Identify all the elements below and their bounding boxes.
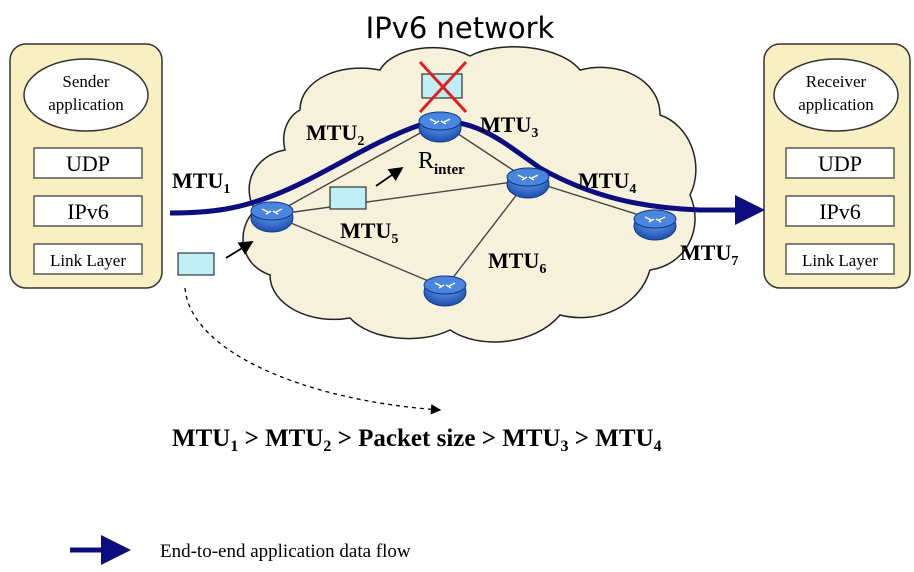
- receiver-ipv6-box: [785, 195, 895, 227]
- network-title: IPv6 network: [366, 11, 555, 45]
- receiver-link-layer-box: [785, 243, 895, 275]
- label-mtu2: MTU2: [306, 120, 364, 149]
- sender-link-layer-label: Link Layer: [50, 251, 126, 270]
- receiver-ipv6-label: IPv6: [819, 199, 861, 224]
- link-mtu2: [271, 121, 441, 216]
- receiver-app-line2: application: [798, 95, 874, 114]
- router-4: [633, 209, 677, 241]
- packet-arrow-1: [225, 241, 254, 259]
- label-mtu6: MTU6: [488, 248, 546, 277]
- dashed-pointer-arrow: [184, 287, 442, 415]
- packet-arrow-2: [375, 166, 404, 187]
- sender-udp-box: [33, 147, 143, 179]
- drop-cross-icon: [418, 60, 468, 114]
- packet-at-sender: [177, 252, 215, 276]
- receiver-udp-label: UDP: [818, 151, 862, 176]
- label-mtu1: MTU1: [172, 168, 230, 197]
- link-r1-r4: [271, 179, 529, 216]
- receiver-application: [773, 58, 899, 132]
- sender-host: Sender application UDP IPv6 Link Layer: [9, 43, 163, 289]
- receiver-udp-box: [785, 147, 895, 179]
- sender-app-line1: Sender: [62, 72, 110, 91]
- sender-ipv6-label: IPv6: [67, 199, 109, 224]
- sender-application: [23, 58, 149, 132]
- label-mtu7: MTU7: [680, 240, 738, 269]
- sender-ipv6-box: [33, 195, 143, 227]
- router-3: [506, 167, 550, 199]
- router-inter: [418, 111, 462, 143]
- sender-udp-label: UDP: [66, 151, 110, 176]
- mtu-relation: MTU1 > MTU2 > Packet size > MTU3 > MTU4: [172, 425, 662, 455]
- legend-label: End-to-end application data flow: [160, 541, 411, 562]
- link-mtu6: [444, 179, 529, 289]
- receiver-link-layer-label: Link Layer: [802, 251, 878, 270]
- receiver-app-line1: Receiver: [806, 72, 867, 91]
- router-5: [423, 275, 467, 307]
- sender-link-layer-box: [33, 243, 143, 275]
- label-mtu5: MTU5: [340, 218, 398, 247]
- link-mtu5: [271, 214, 446, 289]
- receiver-host: Receiver application UDP IPv6 Link Layer: [763, 43, 911, 289]
- ipv6-cloud: [242, 46, 697, 343]
- label-mtu4: MTU4: [578, 168, 636, 197]
- label-router-inter: Rinter: [418, 148, 465, 178]
- sender-app-line2: application: [48, 95, 124, 114]
- label-mtu3: MTU3: [480, 112, 538, 141]
- router-1: [250, 201, 294, 233]
- packet-in-transit: [329, 186, 367, 210]
